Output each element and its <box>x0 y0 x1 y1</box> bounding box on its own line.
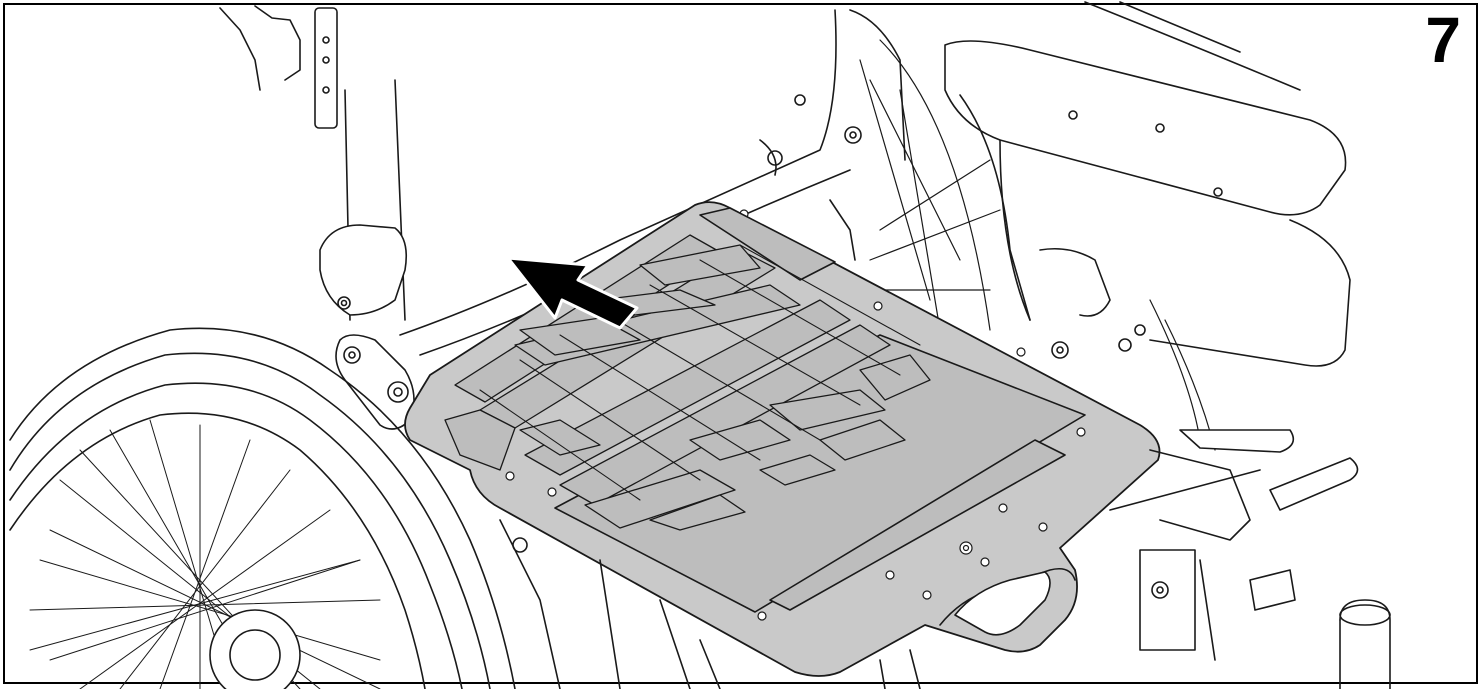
right-wheel <box>859 39 1216 451</box>
lower-frame <box>499 199 1391 689</box>
illustration-frame <box>3 3 1478 684</box>
left-wheel <box>9 327 516 689</box>
weave-cross-lines <box>479 244 921 501</box>
armrest-panel <box>944 1 1351 367</box>
slide-direction-arrow <box>506 256 639 330</box>
step-number: 7 <box>1425 4 1461 76</box>
backrest-frame <box>219 5 415 430</box>
